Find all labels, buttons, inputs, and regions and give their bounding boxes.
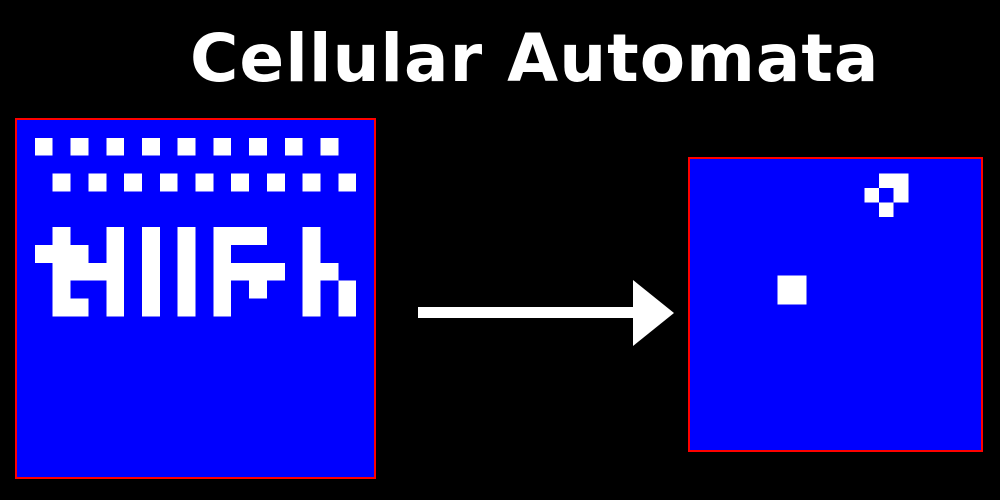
initial-board-alive-cell <box>249 227 267 245</box>
evolved-board-alive-cell <box>864 188 880 203</box>
evolved-board-background <box>690 159 981 450</box>
transition-arrow <box>415 278 677 348</box>
initial-board-alive-cell <box>213 244 232 263</box>
initial-board-alive-cell <box>141 262 160 281</box>
initial-board-alive-cell <box>34 137 53 156</box>
initial-board-alive-cell <box>52 262 71 281</box>
initial-board-alive-cell <box>159 173 178 192</box>
initial-board-alive-cell <box>141 244 160 263</box>
initial-board-alive-cell <box>177 137 196 156</box>
initial-board-alive-cell <box>177 262 196 281</box>
initial-board-alive-cell <box>106 137 125 156</box>
initial-board-alive-cell <box>338 173 357 192</box>
initial-board-alive-cell <box>320 137 339 156</box>
initial-board-alive-cell <box>213 298 232 317</box>
initial-board-alive-cell <box>213 262 232 281</box>
initial-board-alive-cell <box>213 227 232 245</box>
arrow-right-icon <box>418 280 674 346</box>
initial-board-alive-cell <box>231 262 250 281</box>
initial-board-alive-cell <box>338 298 357 317</box>
evolved-board-alive-cell <box>791 289 807 305</box>
initial-board-alive-cell <box>249 280 267 299</box>
initial-board-alive-cell <box>88 173 107 192</box>
evolved-board-alive-cell <box>777 289 792 305</box>
initial-board-alive-cell <box>177 227 196 245</box>
initial-board-alive-cell <box>52 244 71 263</box>
initial-board-alive-cell <box>124 173 142 192</box>
initial-board-alive-cell <box>106 227 125 245</box>
initial-board-alive-cell <box>52 298 71 317</box>
initial-board-alive-cell <box>302 298 321 317</box>
initial-board-alive-cell <box>195 173 214 192</box>
evolved-state-board <box>688 157 983 452</box>
initial-board-alive-cell <box>70 262 89 281</box>
initial-board-alive-cell <box>70 298 89 317</box>
evolved-board-alive-cell <box>791 275 807 290</box>
initial-state-board <box>15 118 376 479</box>
initial-board-alive-cell <box>34 244 53 263</box>
initial-board-alive-cell <box>213 280 232 299</box>
initial-board-alive-cell <box>320 262 339 281</box>
initial-board-alive-cell <box>52 280 71 299</box>
initial-board-alive-cell <box>266 262 285 281</box>
initial-board-alive-cell <box>106 280 125 299</box>
initial-board-alive-cell <box>338 280 357 299</box>
initial-board-alive-cell <box>231 227 250 245</box>
initial-board-alive-cell <box>106 244 125 263</box>
initial-board-alive-cell <box>231 173 250 192</box>
initial-board-alive-cell <box>106 262 125 281</box>
initial-board-alive-cell <box>70 137 89 156</box>
initial-board-alive-cell <box>302 227 321 245</box>
diagram-title: Cellular Automata <box>190 20 880 97</box>
initial-board-alive-cell <box>141 227 160 245</box>
initial-board-alive-cell <box>177 280 196 299</box>
evolved-state-cells <box>690 159 981 450</box>
initial-board-alive-cell <box>249 262 267 281</box>
initial-board-alive-cell <box>141 298 160 317</box>
initial-board-alive-cell <box>88 262 107 281</box>
initial-board-alive-cell <box>177 244 196 263</box>
initial-board-alive-cell <box>213 137 232 156</box>
initial-board-alive-cell <box>302 173 321 192</box>
evolved-board-alive-cell <box>879 173 894 189</box>
initial-board-alive-cell <box>284 137 303 156</box>
initial-board-alive-cell <box>141 280 160 299</box>
evolved-board-alive-cell <box>777 275 792 290</box>
initial-board-alive-cell <box>70 244 89 263</box>
evolved-board-alive-cell <box>879 202 894 218</box>
initial-board-alive-cell <box>52 227 71 245</box>
initial-board-alive-cell <box>302 244 321 263</box>
initial-board-alive-cell <box>302 280 321 299</box>
initial-board-alive-cell <box>177 298 196 317</box>
initial-board-alive-cell <box>302 262 321 281</box>
initial-board-alive-cell <box>106 298 125 317</box>
initial-state-cells <box>17 120 374 477</box>
initial-board-alive-cell <box>266 173 285 192</box>
initial-board-alive-cell <box>141 137 160 156</box>
evolved-board-alive-cell <box>893 173 909 189</box>
evolved-board-alive-cell <box>893 188 909 203</box>
initial-board-alive-cell <box>52 173 71 192</box>
initial-board-alive-cell <box>249 137 267 156</box>
